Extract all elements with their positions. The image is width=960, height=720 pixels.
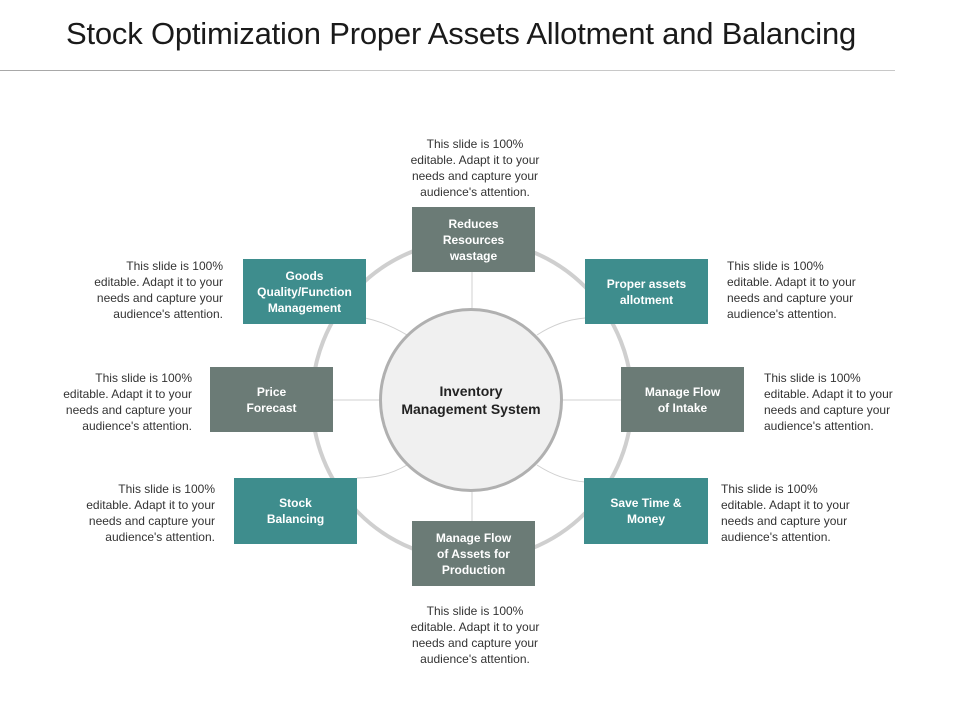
node-manage-flow-of-intake: Manage Flow of Intake xyxy=(621,367,744,432)
spoke-bottom-right xyxy=(536,464,586,483)
description-proper-assets-allotment: This slide is 100% editable. Adapt it to… xyxy=(727,259,856,321)
description-manage-flow-of-intake: This slide is 100% editable. Adapt it to… xyxy=(764,371,893,433)
description-reduces-resources-wastage: This slide is 100% editable. Adapt it to… xyxy=(410,137,540,199)
spoke-top-left xyxy=(364,317,408,336)
node-stock-balancing: Stock Balancing xyxy=(234,478,357,544)
description-goods-quality-function-management: This slide is 100% editable. Adapt it to… xyxy=(94,259,223,321)
node-proper-assets-allotment: Proper assets allotment xyxy=(585,259,708,324)
description-save-time-money: This slide is 100% editable. Adapt it to… xyxy=(721,482,850,544)
slide-title: Stock Optimization Proper Assets Allotme… xyxy=(66,16,857,51)
node-reduces-resources-wastage: Reduces Resources wastage xyxy=(412,207,535,272)
node-save-time-money: Save Time & Money xyxy=(584,478,708,544)
spoke-bottom-left xyxy=(356,464,408,479)
spoke-top-right xyxy=(536,317,586,336)
description-stock-balancing: This slide is 100% editable. Adapt it to… xyxy=(86,482,215,544)
node-manage-flow-of-assets: Manage Flow of Assets for Production xyxy=(412,521,535,586)
title-divider-accent xyxy=(0,70,330,71)
center-hub: Inventory Management System xyxy=(379,308,563,492)
description-price-forecast: This slide is 100% editable. Adapt it to… xyxy=(63,371,192,433)
node-goods-quality-function-management: Goods Quality/Function Management xyxy=(243,259,366,324)
description-manage-flow-of-assets: This slide is 100% editable. Adapt it to… xyxy=(410,604,540,666)
center-hub-label: Inventory Management System xyxy=(401,383,541,417)
node-price-forecast: Price Forecast xyxy=(210,367,333,432)
title-divider xyxy=(0,70,895,71)
